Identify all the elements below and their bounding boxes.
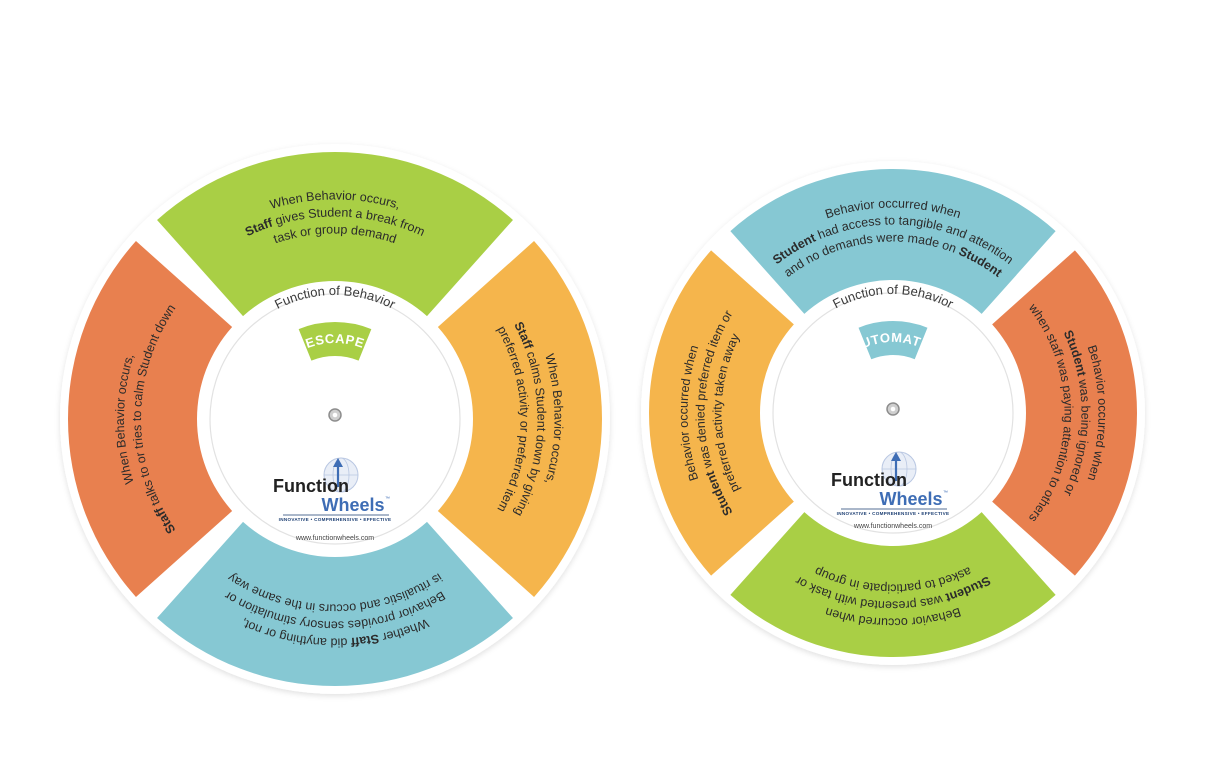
rivet-hole-icon (332, 412, 338, 418)
wheel-segment (157, 521, 513, 686)
globe-icon (323, 457, 359, 493)
wheel-segment (157, 152, 513, 317)
function-window (858, 321, 928, 360)
wheel-segment (730, 169, 1056, 314)
wheel-segment (437, 241, 603, 597)
logo-trademark: ™ (943, 490, 948, 496)
wheel-segment (649, 250, 794, 576)
rivet-hole-icon (890, 406, 896, 412)
logo-tagline: INNOVATIVE • COMPREHENSIVE • EFFECTIVE (837, 511, 950, 516)
function-wheel[interactable]: When Behavior occurs,Staff gives Student… (60, 144, 610, 694)
arrow-up-icon (891, 452, 901, 481)
function-label: ESCAPE (304, 331, 367, 351)
logo-word-function: Function (831, 470, 907, 490)
function-window (298, 322, 372, 361)
website-url[interactable]: www.functionwheels.com (295, 535, 374, 542)
logo-trademark: ™ (385, 496, 390, 502)
logo-word-function: Function (273, 476, 349, 496)
logo-tagline: INNOVATIVE • COMPREHENSIVE • EFFECTIVE (279, 517, 392, 522)
wheel-segment (67, 241, 233, 597)
arrow-up-icon (333, 458, 343, 487)
logo-word-wheels: Wheels (321, 495, 384, 515)
wheel-segment (992, 250, 1137, 576)
logo-word-wheels: Wheels (879, 489, 942, 509)
globe-icon (881, 451, 917, 487)
wheel-segment (730, 512, 1056, 657)
website-url[interactable]: www.functionwheels.com (853, 523, 932, 530)
